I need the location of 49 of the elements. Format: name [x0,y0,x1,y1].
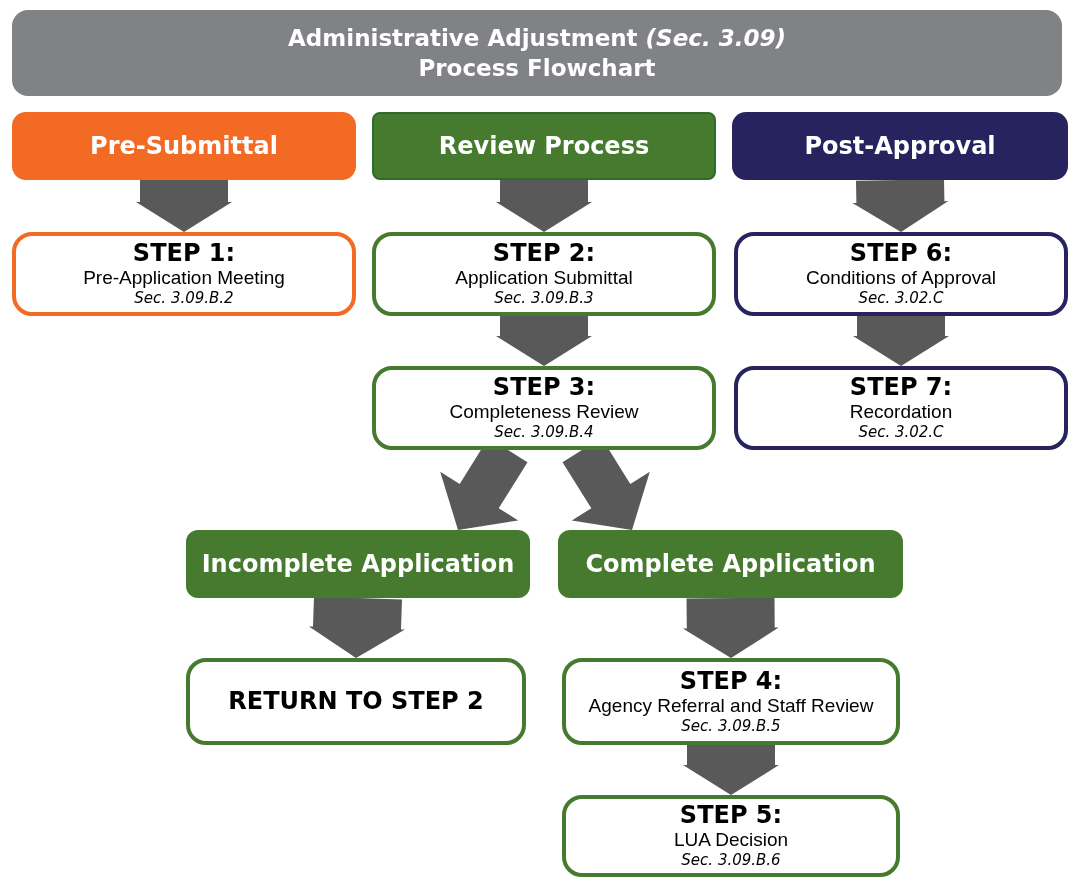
step-title: STEP 4: [679,667,783,695]
step-box [734,366,1068,450]
phase-header [732,112,1068,180]
step-box [372,366,716,450]
section-reference: Sec. 3.09.B.6 [681,851,781,870]
step-title: STEP 6: [849,240,953,267]
block-arrow [496,316,592,366]
step-box [186,658,526,745]
step-description: Agency Referral and Staff Review [588,694,874,717]
outcome-box [558,530,903,598]
block-arrow [682,597,779,658]
header-text: Post-Approval [804,131,996,161]
step-title: STEP 5: [679,802,783,829]
header-text: Pre-Submittal [90,131,278,161]
block-arrow [136,180,232,232]
phase-header [12,112,356,180]
step-box [12,232,356,316]
step-title: STEP 3: [492,374,596,401]
block-arrow [683,745,779,795]
step-box [734,232,1068,316]
section-reference: Sec. 3.09.B.2 [134,289,234,308]
block-arrow [853,316,949,366]
step-title: STEP 2: [492,240,596,267]
step-title: RETURN TO STEP 2 [228,688,484,715]
step-title: STEP 1: [132,240,236,267]
section-reference: Sec. 3.09.B.3 [494,289,594,308]
step-box [562,795,900,877]
step-description: Recordation [849,401,953,423]
header-text: Review Process [438,131,650,161]
step-description: Conditions of Approval [805,267,997,289]
header-text: Incomplete Application [201,549,515,579]
step-box [372,232,716,316]
step-title: STEP 7: [849,374,953,401]
block-arrow [852,179,949,232]
block-arrow [496,180,592,232]
phase-header [372,112,716,180]
header-text: Complete Application [585,549,876,579]
step-description: Completeness Review [449,401,639,423]
section-reference: Sec. 3.02.C [858,423,944,442]
step-description: Pre-Application Meeting [83,267,285,289]
flowchart-title: Administrative Adjustment (Sec. 3.09) Process Flowchart [287,24,787,83]
block-arrow [309,596,405,658]
step-description: LUA Decision [673,829,789,851]
outcome-box [186,530,530,598]
step-box [562,658,900,745]
section-reference: Sec. 3.09.B.4 [494,423,594,442]
section-reference: Sec. 3.02.C [858,289,944,308]
step-description: Application Submittal [455,267,633,289]
section-reference: Sec. 3.09.B.5 [681,716,781,736]
